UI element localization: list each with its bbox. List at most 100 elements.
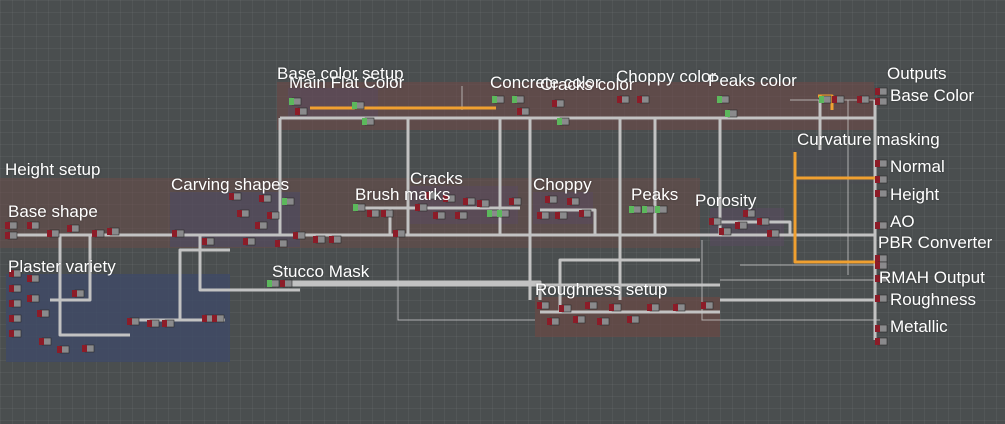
node-port-red[interactable] <box>425 192 430 199</box>
graph-node[interactable] <box>492 95 505 104</box>
graph-node[interactable] <box>875 159 888 168</box>
node-port-red[interactable] <box>537 212 542 219</box>
graph-node[interactable] <box>353 203 366 212</box>
graph-node[interactable] <box>295 107 308 116</box>
node-port-red[interactable] <box>202 238 207 245</box>
node-port-red[interactable] <box>275 240 280 247</box>
graph-node[interactable] <box>313 235 326 244</box>
graph-node[interactable] <box>425 191 438 200</box>
node-port-green[interactable] <box>487 210 492 217</box>
graph-node[interactable] <box>512 95 525 104</box>
graph-node[interactable] <box>367 209 380 218</box>
node-port-red[interactable] <box>617 96 622 103</box>
node-port-red[interactable] <box>39 338 44 345</box>
node-port-red[interactable] <box>293 232 298 239</box>
graph-node[interactable] <box>202 237 215 246</box>
graph-node[interactable] <box>433 211 446 220</box>
node-port-red[interactable] <box>627 316 632 323</box>
node-port-red[interactable] <box>463 198 468 205</box>
node-port-red[interactable] <box>735 222 740 229</box>
graph-node[interactable] <box>647 303 660 312</box>
node-port-green[interactable] <box>629 206 634 213</box>
graph-node[interactable] <box>289 97 302 106</box>
graph-node[interactable] <box>545 195 558 204</box>
graph-node[interactable] <box>567 197 580 206</box>
node-port-red[interactable] <box>545 196 550 203</box>
graph-node[interactable] <box>9 299 22 308</box>
node-port-red[interactable] <box>555 212 560 219</box>
graph-node[interactable] <box>857 95 870 104</box>
graph-node[interactable] <box>875 254 888 263</box>
node-port-red[interactable] <box>5 222 10 229</box>
graph-node[interactable] <box>629 205 642 214</box>
graph-node[interactable] <box>27 274 40 283</box>
graph-node[interactable] <box>47 229 60 238</box>
graph-node[interactable] <box>9 284 22 293</box>
node-port-red[interactable] <box>255 222 260 229</box>
node-port-green[interactable] <box>725 110 730 117</box>
node-port-red[interactable] <box>875 295 880 302</box>
graph-node[interactable] <box>293 231 306 240</box>
graph-node[interactable] <box>555 211 568 220</box>
node-port-red[interactable] <box>37 310 42 317</box>
node-port-red[interactable] <box>367 210 372 217</box>
graph-node[interactable] <box>5 231 18 240</box>
node-port-green[interactable] <box>655 206 660 213</box>
node-port-red[interactable] <box>547 318 552 325</box>
graph-node[interactable] <box>381 209 394 218</box>
node-port-green[interactable] <box>492 96 497 103</box>
node-port-red[interactable] <box>832 96 837 103</box>
node-port-green[interactable] <box>497 210 502 217</box>
node-port-red[interactable] <box>280 280 285 287</box>
graph-node[interactable] <box>875 261 888 270</box>
node-port-red[interactable] <box>147 320 152 327</box>
graph-node[interactable] <box>875 175 888 184</box>
node-port-red[interactable] <box>9 285 14 292</box>
graph-node[interactable] <box>39 337 52 346</box>
graph-node[interactable] <box>393 229 406 238</box>
node-port-red[interactable] <box>875 262 880 269</box>
node-port-red[interactable] <box>162 320 167 327</box>
node-port-green[interactable] <box>353 204 358 211</box>
node-port-red[interactable] <box>647 304 652 311</box>
graph-node[interactable] <box>875 87 888 96</box>
node-port-red[interactable] <box>237 210 242 217</box>
node-port-red[interactable] <box>477 200 482 207</box>
graph-node[interactable] <box>767 229 780 238</box>
graph-node[interactable] <box>212 314 225 323</box>
graph-node[interactable] <box>557 117 570 126</box>
graph-node[interactable] <box>725 109 738 118</box>
node-port-green[interactable] <box>642 206 647 213</box>
graph-node[interactable] <box>597 317 610 326</box>
node-port-red[interactable] <box>875 338 880 345</box>
graph-node[interactable] <box>27 221 40 230</box>
node-port-red[interactable] <box>757 218 762 225</box>
graph-node[interactable] <box>172 229 185 238</box>
graph-node[interactable] <box>267 211 280 220</box>
node-port-red[interactable] <box>567 198 572 205</box>
node-port-green[interactable] <box>717 96 722 103</box>
graph-node[interactable] <box>72 289 85 298</box>
node-port-green[interactable] <box>819 96 824 103</box>
graph-node[interactable] <box>92 229 105 238</box>
graph-node[interactable] <box>9 329 22 338</box>
node-port-red[interactable] <box>857 96 862 103</box>
node-port-red[interactable] <box>381 210 386 217</box>
node-port-red[interactable] <box>393 230 398 237</box>
graph-node[interactable] <box>637 95 650 104</box>
node-port-red[interactable] <box>597 318 602 325</box>
frame-carving-shapes[interactable] <box>170 192 300 247</box>
graph-node[interactable] <box>832 95 845 104</box>
graph-node[interactable] <box>415 203 428 212</box>
node-port-red[interactable] <box>579 210 584 217</box>
node-port-red[interactable] <box>673 304 678 311</box>
node-port-green[interactable] <box>362 118 367 125</box>
graph-node[interactable] <box>617 95 630 104</box>
node-port-red[interactable] <box>719 228 724 235</box>
node-port-red[interactable] <box>443 195 448 202</box>
node-port-red[interactable] <box>82 345 87 352</box>
graph-node[interactable] <box>82 344 95 353</box>
graph-node[interactable] <box>443 194 456 203</box>
node-port-red[interactable] <box>5 232 10 239</box>
node-port-green[interactable] <box>512 96 517 103</box>
